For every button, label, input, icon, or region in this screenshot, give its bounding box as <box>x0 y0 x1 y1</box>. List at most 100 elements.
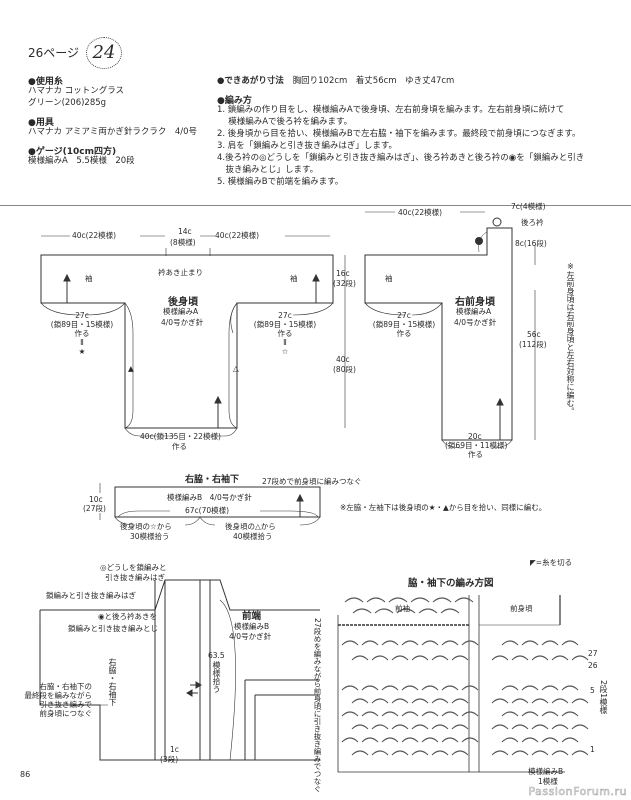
stitch-arc <box>440 608 460 614</box>
stitch-arc <box>541 685 559 691</box>
stitch-arc <box>451 698 469 704</box>
body-height: 40c <box>336 355 350 364</box>
watermark: PassionForum.ru <box>528 785 627 799</box>
stitch-arc <box>461 737 479 743</box>
join-note-line-4: 前身頃につなぐ <box>39 709 93 718</box>
back-top-right-dim: 40c(22模様) <box>215 231 260 240</box>
pickup-left: 後身頃の☆から <box>120 522 172 531</box>
horizontal-repeat-label: 模様編みB <box>528 767 564 776</box>
cuff-left-make: 作る <box>74 329 90 338</box>
front-length-rows: (112段) <box>519 340 547 349</box>
collar-width: 7c(4模様) <box>511 202 546 211</box>
yarn-line-2: グリーン(206)285g <box>28 98 107 108</box>
cuff-left-equals: Ⅱ <box>80 338 84 347</box>
band-rows: (3段) <box>160 755 179 764</box>
stitch-arc <box>352 608 372 614</box>
yarn-title: ●使用糸 <box>28 77 63 87</box>
front-sleeve-label: 袖 <box>385 274 393 283</box>
stitch-arc <box>491 750 509 756</box>
stitch-arc <box>432 597 452 603</box>
stitch-arc <box>441 640 459 646</box>
chart-title: 脇・袖下の編み方図 <box>408 578 494 589</box>
stitch-arc <box>396 608 416 614</box>
finished-size: ●できあがり寸法 胸回り102cm 着丈56cm ゆき丈47cm <box>217 74 454 86</box>
stitch-arc <box>381 685 399 691</box>
stitch-arc <box>521 711 539 717</box>
join-note-line-2: 最終段を編みながら <box>24 691 93 700</box>
stitch-arc <box>451 750 469 756</box>
stitch-arc <box>521 685 539 691</box>
stitch-arc <box>341 685 359 691</box>
front-band-title: 前端 <box>242 611 262 622</box>
tools-line: ハマナカ アミアミ両かぎ針ラクラク 4/0号 <box>28 127 198 137</box>
sleeve-label-right: 袖 <box>290 274 298 283</box>
step-1: 1. 鎖編みの作り目をし、模様編みAで後身頃、左右前身頃を編みます。左右前身頃に… <box>217 105 565 115</box>
stitch-arc <box>461 640 479 646</box>
cuff-left-chain: (鎖89目・15模様) <box>50 320 114 329</box>
join-note: 27段めで前身頃に編みつなぐ <box>262 477 362 486</box>
step-2: 2. 後身頃から目を拾い、模様編みBで左右脇・袖下を編みます。最終段で前身頃につ… <box>217 129 581 139</box>
stitch-arc <box>561 640 579 646</box>
front-cuff-dims: 27c (鎖89目・15模様) 作る <box>368 311 440 338</box>
cuff-left-dims: 27c (鎖89目・15模様) 作る Ⅱ ★ <box>42 311 122 356</box>
finished-size-label: ●できあがり寸法 <box>217 76 284 86</box>
stitch-arc <box>501 640 519 646</box>
page-reference: 26ページ <box>28 46 80 60</box>
stitch-arc <box>361 711 379 717</box>
stitch-arc <box>571 655 589 661</box>
white-triangle-icon: △ <box>233 364 239 373</box>
side-sleeve-height: 10c <box>89 495 103 504</box>
shoulder-height: 16c <box>336 269 350 278</box>
right-front-hook: 4/0号かぎ針 <box>454 318 497 327</box>
chart-label-body: 前身頃 <box>510 604 533 613</box>
stitch-arc <box>521 737 539 743</box>
final-row-join-note: 右脇・右袖下の 最終段を編みながら 引き抜き編みで 前身頃につなぐ <box>22 682 93 718</box>
back-neck-dim: 14c <box>178 227 192 236</box>
stitch-arc <box>461 685 479 691</box>
step-5: 5. 模様編みBで前端を編みます。 <box>217 177 344 187</box>
stitch-arc <box>511 698 529 704</box>
stitch-arc <box>351 724 369 730</box>
front-top-dim: 40c(22模様) <box>398 208 443 217</box>
collar-join-note-2: 引き抜き編みはぎ <box>105 573 165 582</box>
stitch-arc <box>531 698 549 704</box>
stitch-arc <box>551 724 569 730</box>
stitch-arc <box>381 711 399 717</box>
stitch-arc <box>341 737 359 743</box>
left-side-note: ※左脇・左袖下は後身頃の★・▲から目を拾い、同様に編む。 <box>340 503 547 512</box>
cut-yarn-icon: ◤ <box>530 558 536 567</box>
stitch-arc <box>561 711 579 717</box>
front-bottom-make: 作る <box>468 450 483 459</box>
white-star-icon: ☆ <box>281 347 289 356</box>
stitch-arc <box>491 724 509 730</box>
stitch-arc <box>371 724 389 730</box>
front-band-pickup: 63.5 <box>208 651 225 660</box>
stitch-arc <box>371 655 389 661</box>
page-number: 86 <box>20 770 31 779</box>
stitch-arc <box>441 685 459 691</box>
stitch-arc <box>461 711 479 717</box>
stitch-arc <box>401 711 419 717</box>
step-1-cont: 模様編みAで後ろ衿を編みます。 <box>217 117 353 127</box>
stitch-arc <box>451 724 469 730</box>
band-width: 1c <box>170 745 179 754</box>
stitch-arc <box>551 750 569 756</box>
stitch-arc <box>381 640 399 646</box>
pickup-right: 後身頃の△から <box>225 522 276 531</box>
stitch-arc <box>411 724 429 730</box>
shoulder-join-note: 鎖編みと引き抜き編みはぎ <box>46 591 136 600</box>
collar-seam-note: ◉と後ろ衿あきを <box>98 612 158 621</box>
stitch-arc <box>351 750 369 756</box>
front-cuff-chain: (鎖89目・15模様) <box>372 320 436 329</box>
chart-label-sleeve: 前袖 <box>395 604 410 613</box>
stitch-arc <box>561 685 579 691</box>
vertical-repeat-label: 2段1模様 <box>599 680 608 715</box>
stitch-arc <box>521 640 539 646</box>
cut-yarn-legend: ◤=糸を切る <box>530 558 573 567</box>
cuff-right-make: 作る <box>277 329 293 338</box>
cuff-right-width: 27c <box>278 311 292 320</box>
join-note-line-1: 右脇・右袖下の <box>39 682 93 691</box>
back-neck-dim-patterns: (8模様) <box>170 238 196 247</box>
stitch-arc <box>431 655 449 661</box>
stitch-arc <box>381 737 399 743</box>
